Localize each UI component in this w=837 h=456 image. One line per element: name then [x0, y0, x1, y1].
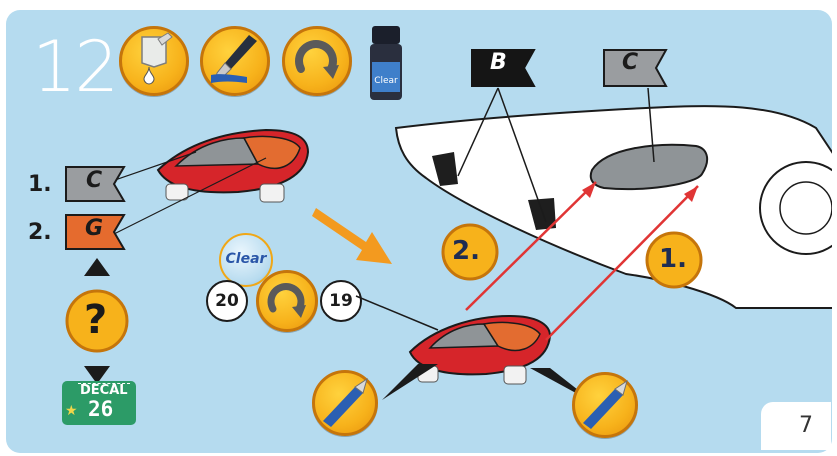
- decal-cut-line: [78, 383, 130, 385]
- clear-paint-jar: Clear: [366, 26, 406, 102]
- big-step-2-label: 2.: [452, 236, 480, 266]
- rotate-icon: [282, 26, 352, 96]
- hobby-knife-icon-left[interactable]: [312, 370, 378, 436]
- small-car-illustration: [91, 128, 310, 237]
- decal-title: DECAL: [80, 383, 128, 398]
- clear-paint-badge: Clear: [219, 233, 273, 287]
- page-number: 7: [799, 413, 813, 438]
- jar-label: Clear: [374, 76, 398, 86]
- part-19-pointer: [355, 295, 439, 331]
- item-1-label: 1.: [28, 172, 52, 197]
- star-icon: ★: [65, 403, 78, 419]
- rotate-icon-small: [256, 270, 318, 332]
- part-number-badge-left: 20: [206, 280, 248, 322]
- flag-g-small: [65, 214, 126, 250]
- flag-b-pointers: [457, 87, 547, 223]
- knife-callout-left: [382, 364, 438, 400]
- big-step-2-circle: [441, 223, 499, 281]
- part-number-badge-right: 19: [320, 280, 362, 322]
- flag-c-large: [603, 49, 668, 87]
- item-2-label: 2.: [28, 220, 52, 245]
- decal-number: 26: [88, 397, 114, 421]
- fit-arrows: [465, 181, 699, 341]
- flag-b: [471, 49, 536, 87]
- direction-arrow: [312, 208, 392, 264]
- choice-indicator: [65, 258, 129, 384]
- paint-drop-icon: [119, 26, 189, 96]
- question-mark-icon: ?: [84, 297, 108, 343]
- flag-b-letter: B: [490, 50, 507, 75]
- flag-c-large-letter: C: [622, 50, 639, 75]
- hobby-knife-icon-right[interactable]: [572, 372, 638, 438]
- big-step-1-circle: [645, 231, 703, 289]
- flag-c-small-letter: C: [86, 168, 103, 193]
- car-body-illustration: [394, 105, 832, 309]
- paintbrush-icon: [200, 26, 270, 96]
- page-number-box: [761, 402, 831, 450]
- step-panel: 12: [6, 10, 832, 453]
- flag-g-small-letter: G: [85, 216, 104, 241]
- decal-badge: DECAL 26 ★: [62, 381, 136, 425]
- flag-c-pointer: [647, 87, 655, 163]
- big-step-1-label: 1.: [659, 244, 687, 274]
- step-number: 12: [32, 26, 119, 108]
- flag-c-small: [65, 166, 126, 202]
